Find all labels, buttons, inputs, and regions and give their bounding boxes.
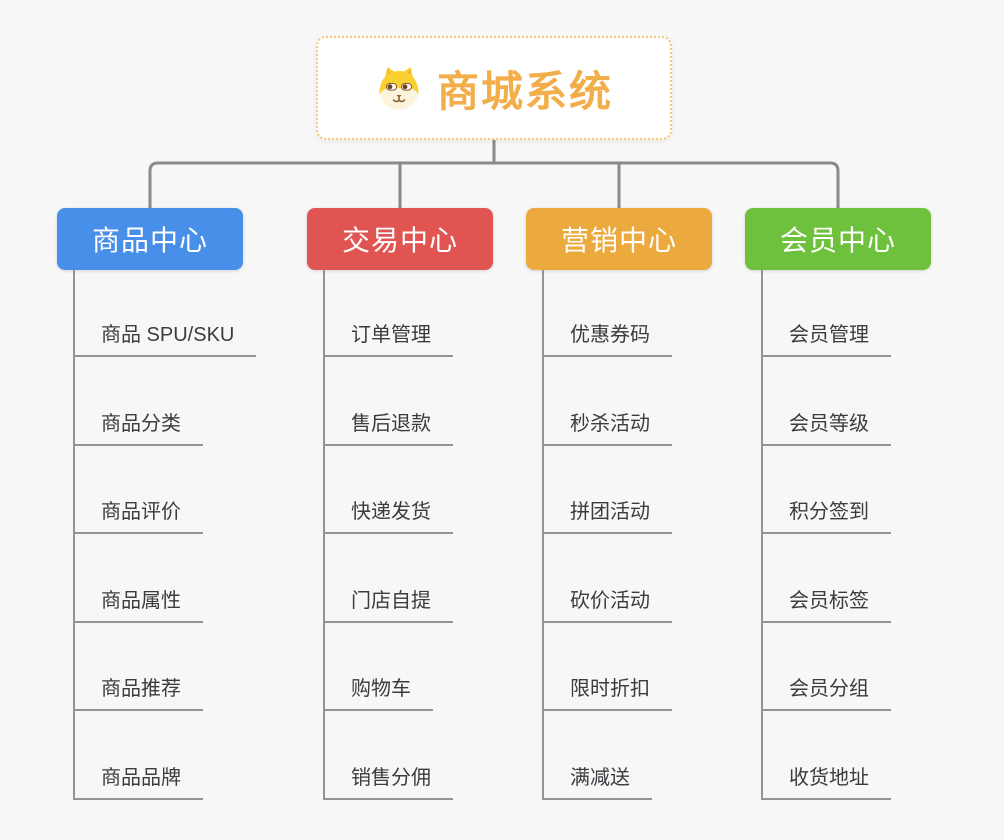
branch-item[interactable]: 商品品牌 — [73, 765, 203, 800]
branch-item[interactable]: 快递发货 — [323, 499, 453, 534]
branch-item[interactable]: 拼团活动 — [542, 499, 672, 534]
branch-item[interactable]: 售后退款 — [323, 411, 453, 446]
branch-item[interactable]: 积分签到 — [761, 499, 891, 534]
branch-column-1: 商品中心商品 SPU/SKU 商品分类商品评价商品属性商品推荐商品品牌 — [57, 208, 257, 808]
branch-item[interactable]: 秒杀活动 — [542, 411, 672, 446]
branch-trunk-line — [73, 270, 75, 800]
branch-column-2: 交易中心订单管理售后退款快递发货门店自提购物车销售分佣 — [307, 208, 493, 808]
branch-column-4: 会员中心会员管理会员等级积分签到会员标签会员分组收货地址 — [745, 208, 931, 808]
branch-item[interactable]: 商品分类 — [73, 411, 203, 446]
root-title: 商城系统 — [436, 67, 613, 115]
branch-item[interactable]: 限时折扣 — [542, 676, 672, 711]
dog-face-icon — [375, 63, 423, 113]
branch-item[interactable]: 销售分佣 — [323, 765, 453, 800]
branch-node[interactable]: 商品中心 — [57, 208, 243, 270]
branch-node[interactable]: 营销中心 — [526, 208, 712, 270]
branch-trunk-line — [761, 270, 763, 800]
branch-item[interactable]: 商品推荐 — [73, 676, 203, 711]
branch-item[interactable]: 收货地址 — [761, 765, 891, 800]
branch-item[interactable]: 商品属性 — [73, 588, 203, 623]
branch-item[interactable]: 商品 SPU/SKU — [73, 322, 257, 357]
root-node[interactable]: 商城系统 — [316, 36, 672, 140]
branch-node[interactable]: 会员中心 — [745, 208, 931, 270]
branch-item[interactable]: 会员管理 — [761, 322, 891, 357]
branch-item[interactable]: 会员分组 — [761, 676, 891, 711]
branch-trunk-line — [542, 270, 544, 800]
branch-item[interactable]: 砍价活动 — [542, 588, 672, 623]
branch-item[interactable]: 订单管理 — [323, 322, 453, 357]
branch-item[interactable]: 会员等级 — [761, 411, 891, 446]
branch-item[interactable]: 购物车 — [323, 676, 433, 711]
branch-trunk-line — [323, 270, 325, 800]
branch-item[interactable]: 门店自提 — [323, 588, 453, 623]
branch-item[interactable]: 商品评价 — [73, 499, 203, 534]
branch-item[interactable]: 会员标签 — [761, 588, 891, 623]
branch-item[interactable]: 满减送 — [542, 765, 652, 800]
branch-item[interactable]: 优惠券码 — [542, 322, 672, 357]
branch-column-3: 营销中心优惠券码秒杀活动拼团活动砍价活动限时折扣满减送 — [526, 208, 712, 808]
branch-node[interactable]: 交易中心 — [307, 208, 493, 270]
